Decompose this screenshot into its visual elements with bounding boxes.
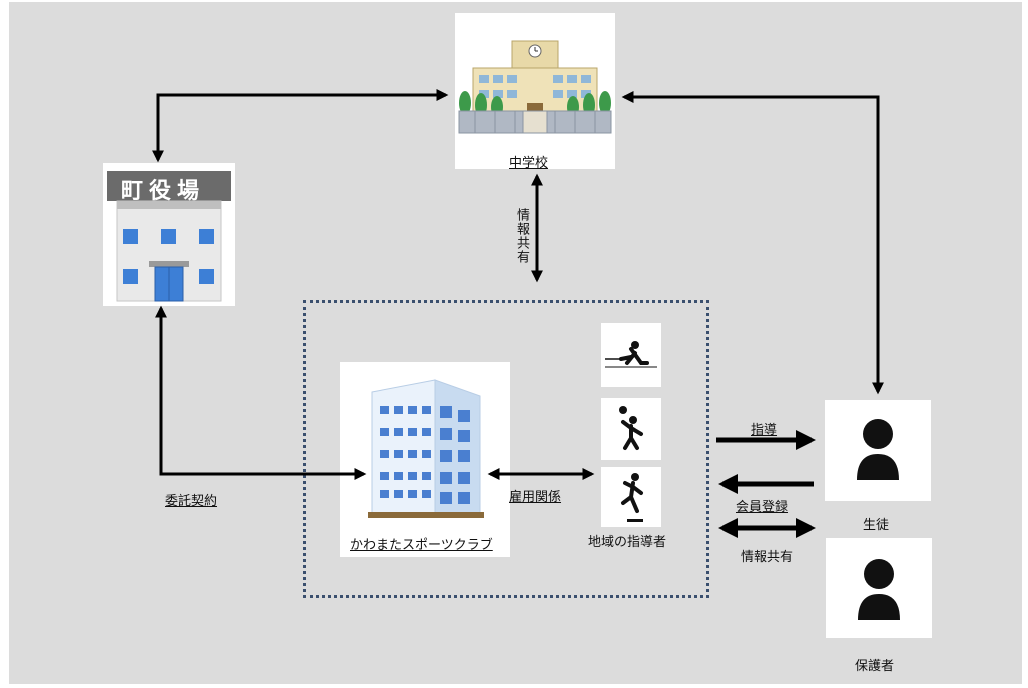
town-hall-card: 町役場 bbox=[103, 163, 235, 306]
volleyball-icon bbox=[619, 406, 643, 450]
school-label: 中学校 bbox=[509, 156, 549, 171]
sport-icon-card-1 bbox=[601, 323, 661, 387]
sport-icon-card-3 bbox=[601, 467, 661, 527]
town-hall-sign: 町役場 bbox=[121, 179, 206, 204]
fencing-icon bbox=[605, 341, 657, 368]
town-hall-building-icon bbox=[107, 171, 231, 302]
coaches-label: 地域の指導者 bbox=[588, 535, 667, 550]
soccer-icon bbox=[621, 473, 643, 522]
member-registration-label: 会員登録 bbox=[736, 500, 789, 515]
employment-label: 雇用関係 bbox=[509, 490, 562, 505]
student-person-icon bbox=[857, 419, 899, 480]
guardian-label: 保護者 bbox=[855, 659, 895, 674]
commission-label: 委託契約 bbox=[165, 494, 218, 509]
club-label: かわまたスポーツクラブ bbox=[350, 538, 493, 553]
guardian-person-icon bbox=[858, 559, 900, 620]
info-share-vertical-label: 情報共有 bbox=[514, 208, 529, 264]
office-building-icon bbox=[368, 379, 484, 518]
student-card bbox=[825, 400, 931, 501]
club-card: かわまたスポーツクラブ bbox=[340, 362, 510, 557]
student-label: 生徒 bbox=[863, 518, 890, 533]
sport-icon-card-2 bbox=[601, 398, 661, 460]
school-building-icon bbox=[455, 13, 615, 143]
guidance-label: 指導 bbox=[751, 423, 778, 438]
info-share-guardian-label: 情報共有 bbox=[741, 550, 794, 565]
school-card: 中学校 bbox=[455, 13, 615, 171]
guardian-card bbox=[826, 538, 932, 638]
